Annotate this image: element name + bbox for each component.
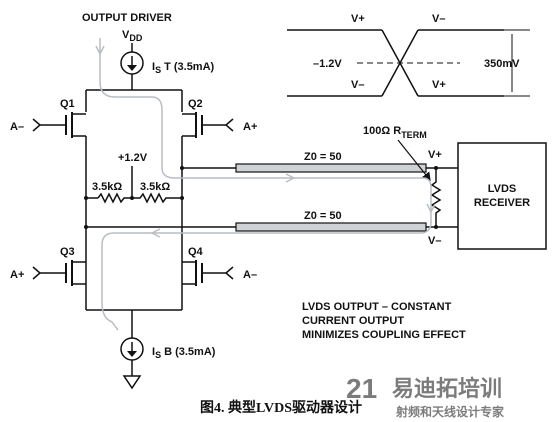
current-source-top xyxy=(120,51,144,75)
svg-text:易迪拓培训: 易迪拓培训 xyxy=(392,376,502,401)
transistor-q3 xyxy=(50,260,86,286)
figure-caption: 图4. 典型LVDS驱动器设计 xyxy=(200,399,362,416)
svg-text:射频和天线设计专家: 射频和天线设计专家 xyxy=(395,404,505,419)
transmission-line-bottom xyxy=(235,222,427,232)
q1-input-label: A– xyxy=(10,121,24,133)
wave-top-left: V+ xyxy=(351,13,365,25)
lvds-receiver-box xyxy=(457,142,547,250)
svg-text:21: 21 xyxy=(346,373,377,404)
note-line-2: CURRENT OUTPUT xyxy=(302,315,404,327)
current-source-bottom xyxy=(120,337,144,361)
wave-offset: –1.2V xyxy=(313,58,342,70)
q3-input-label: A+ xyxy=(10,269,24,281)
wave-bottom-left: V– xyxy=(351,79,364,91)
line-top-label: Z0 = 50 xyxy=(304,151,342,163)
q2-input-label: A+ xyxy=(243,121,257,133)
diagram-title: OUTPUT DRIVER xyxy=(82,12,172,24)
note-line-3: MINIMIZES COUPLING EFFECT xyxy=(302,329,466,341)
wave-top-right: V– xyxy=(432,13,445,25)
wave-bottom-right: V+ xyxy=(432,79,446,91)
receiver-line1: LVDS xyxy=(488,183,517,195)
watermark-logo: 21 易迪拓培训 射频和天线设计专家 xyxy=(346,373,505,419)
receiver-pin-minus: V– xyxy=(428,235,441,247)
wave-swing: 350mV xyxy=(484,58,520,70)
transistor-q4 xyxy=(182,260,218,286)
differential-waveform xyxy=(287,29,530,97)
transistor-q2 xyxy=(182,112,218,138)
current-flow-path xyxy=(99,38,432,331)
receiver-pin-plus: V+ xyxy=(428,149,442,161)
termination-label: 100Ω RTERM xyxy=(363,125,427,140)
line-bottom-label: Z0 = 50 xyxy=(304,210,342,222)
q4-input-label: A– xyxy=(243,269,257,281)
q4-label: Q4 xyxy=(188,246,204,258)
q3-label: Q3 xyxy=(60,246,75,258)
transmission-line-top xyxy=(235,163,427,173)
receiver-line2: RECEIVER xyxy=(474,197,530,209)
note-line-1: LVDS OUTPUT – CONSTANT xyxy=(302,301,452,313)
resistor-right xyxy=(132,192,182,204)
termination-resistor xyxy=(430,168,442,227)
vdd-label: VDD xyxy=(122,29,143,43)
resistor-left-label: 3.5kΩ xyxy=(92,181,122,193)
bias-label: +1.2V xyxy=(118,152,148,164)
transistor-q1 xyxy=(50,112,87,145)
resistor-left xyxy=(97,192,132,204)
q1-label: Q1 xyxy=(60,98,75,110)
ground-symbol xyxy=(122,375,142,390)
resistor-right-label: 3.5kΩ xyxy=(140,181,170,193)
q2-label: Q2 xyxy=(188,98,203,110)
